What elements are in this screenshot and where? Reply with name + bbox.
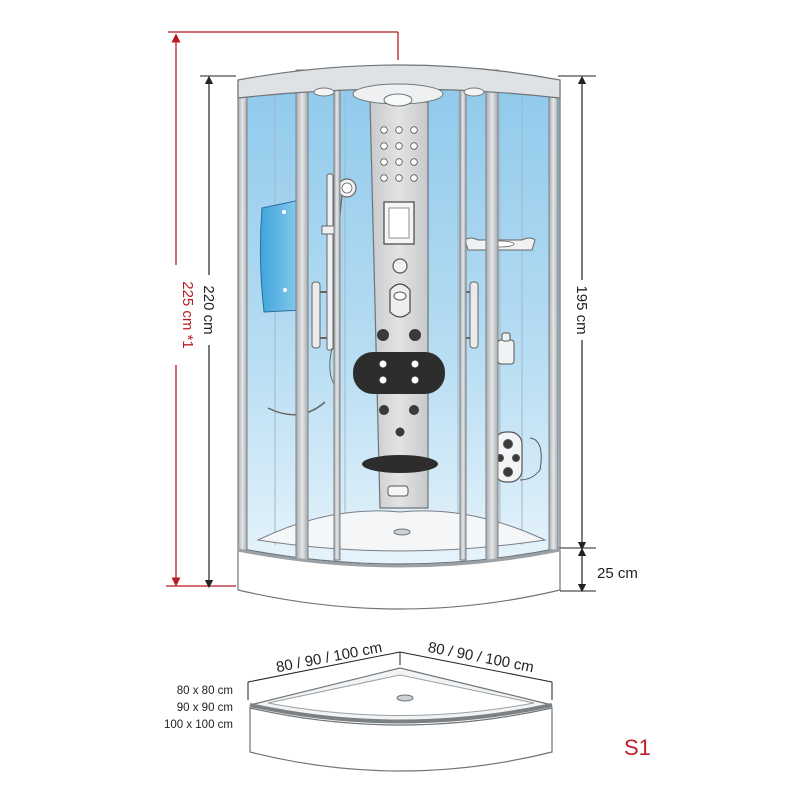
back-cushion — [353, 352, 445, 394]
massage-jet — [409, 329, 421, 341]
left-door-handle — [311, 281, 327, 349]
tray-width-left-label: 80 / 90 / 100 cm — [275, 639, 384, 676]
glass-height-dimension: 195 cm — [558, 75, 596, 551]
tray-plan-front — [249, 707, 553, 772]
tray-drain — [393, 528, 411, 536]
tray-height-label: 25 cm — [597, 565, 638, 582]
jet-grid — [380, 126, 418, 182]
massage-jet — [379, 405, 389, 415]
massage-jet — [409, 405, 419, 415]
tray-plan-drain — [396, 694, 414, 702]
tray-width-right-label: 80 / 90 / 100 cm — [426, 639, 535, 676]
foot-rest — [362, 455, 438, 473]
glass-height-label: 195 cm — [573, 285, 590, 334]
tray-size-item: 80 x 80 cm — [177, 685, 233, 697]
wall-seat — [259, 199, 303, 313]
total-height-label: 225 cm *1 — [179, 281, 196, 349]
roof-light — [313, 87, 335, 97]
massage-jet — [377, 329, 389, 341]
total-height-dimension: 225 cm *1 — [166, 31, 399, 587]
cabin-height-dimension: 220 cm — [200, 75, 236, 589]
shower-panel — [353, 101, 445, 509]
cabin-height-label: 220 cm — [200, 285, 217, 334]
model-label: S1 — [624, 735, 651, 760]
massage-jet — [395, 427, 405, 437]
wall-shelf — [464, 237, 536, 251]
selector-knob — [392, 258, 408, 274]
cabin — [237, 64, 561, 610]
tray-size-item: 100 x 100 cm — [164, 719, 233, 731]
roof-light — [463, 87, 485, 97]
tray-size-item: 90 x 90 cm — [177, 702, 233, 714]
tray-plan-view: 80 / 90 / 100 cm 80 / 90 / 100 cm — [247, 639, 553, 772]
tray-size-list: 80 x 80 cm 90 x 90 cm 100 x 100 cm — [164, 685, 233, 731]
tray-height-dimension: 25 cm — [560, 547, 638, 593]
